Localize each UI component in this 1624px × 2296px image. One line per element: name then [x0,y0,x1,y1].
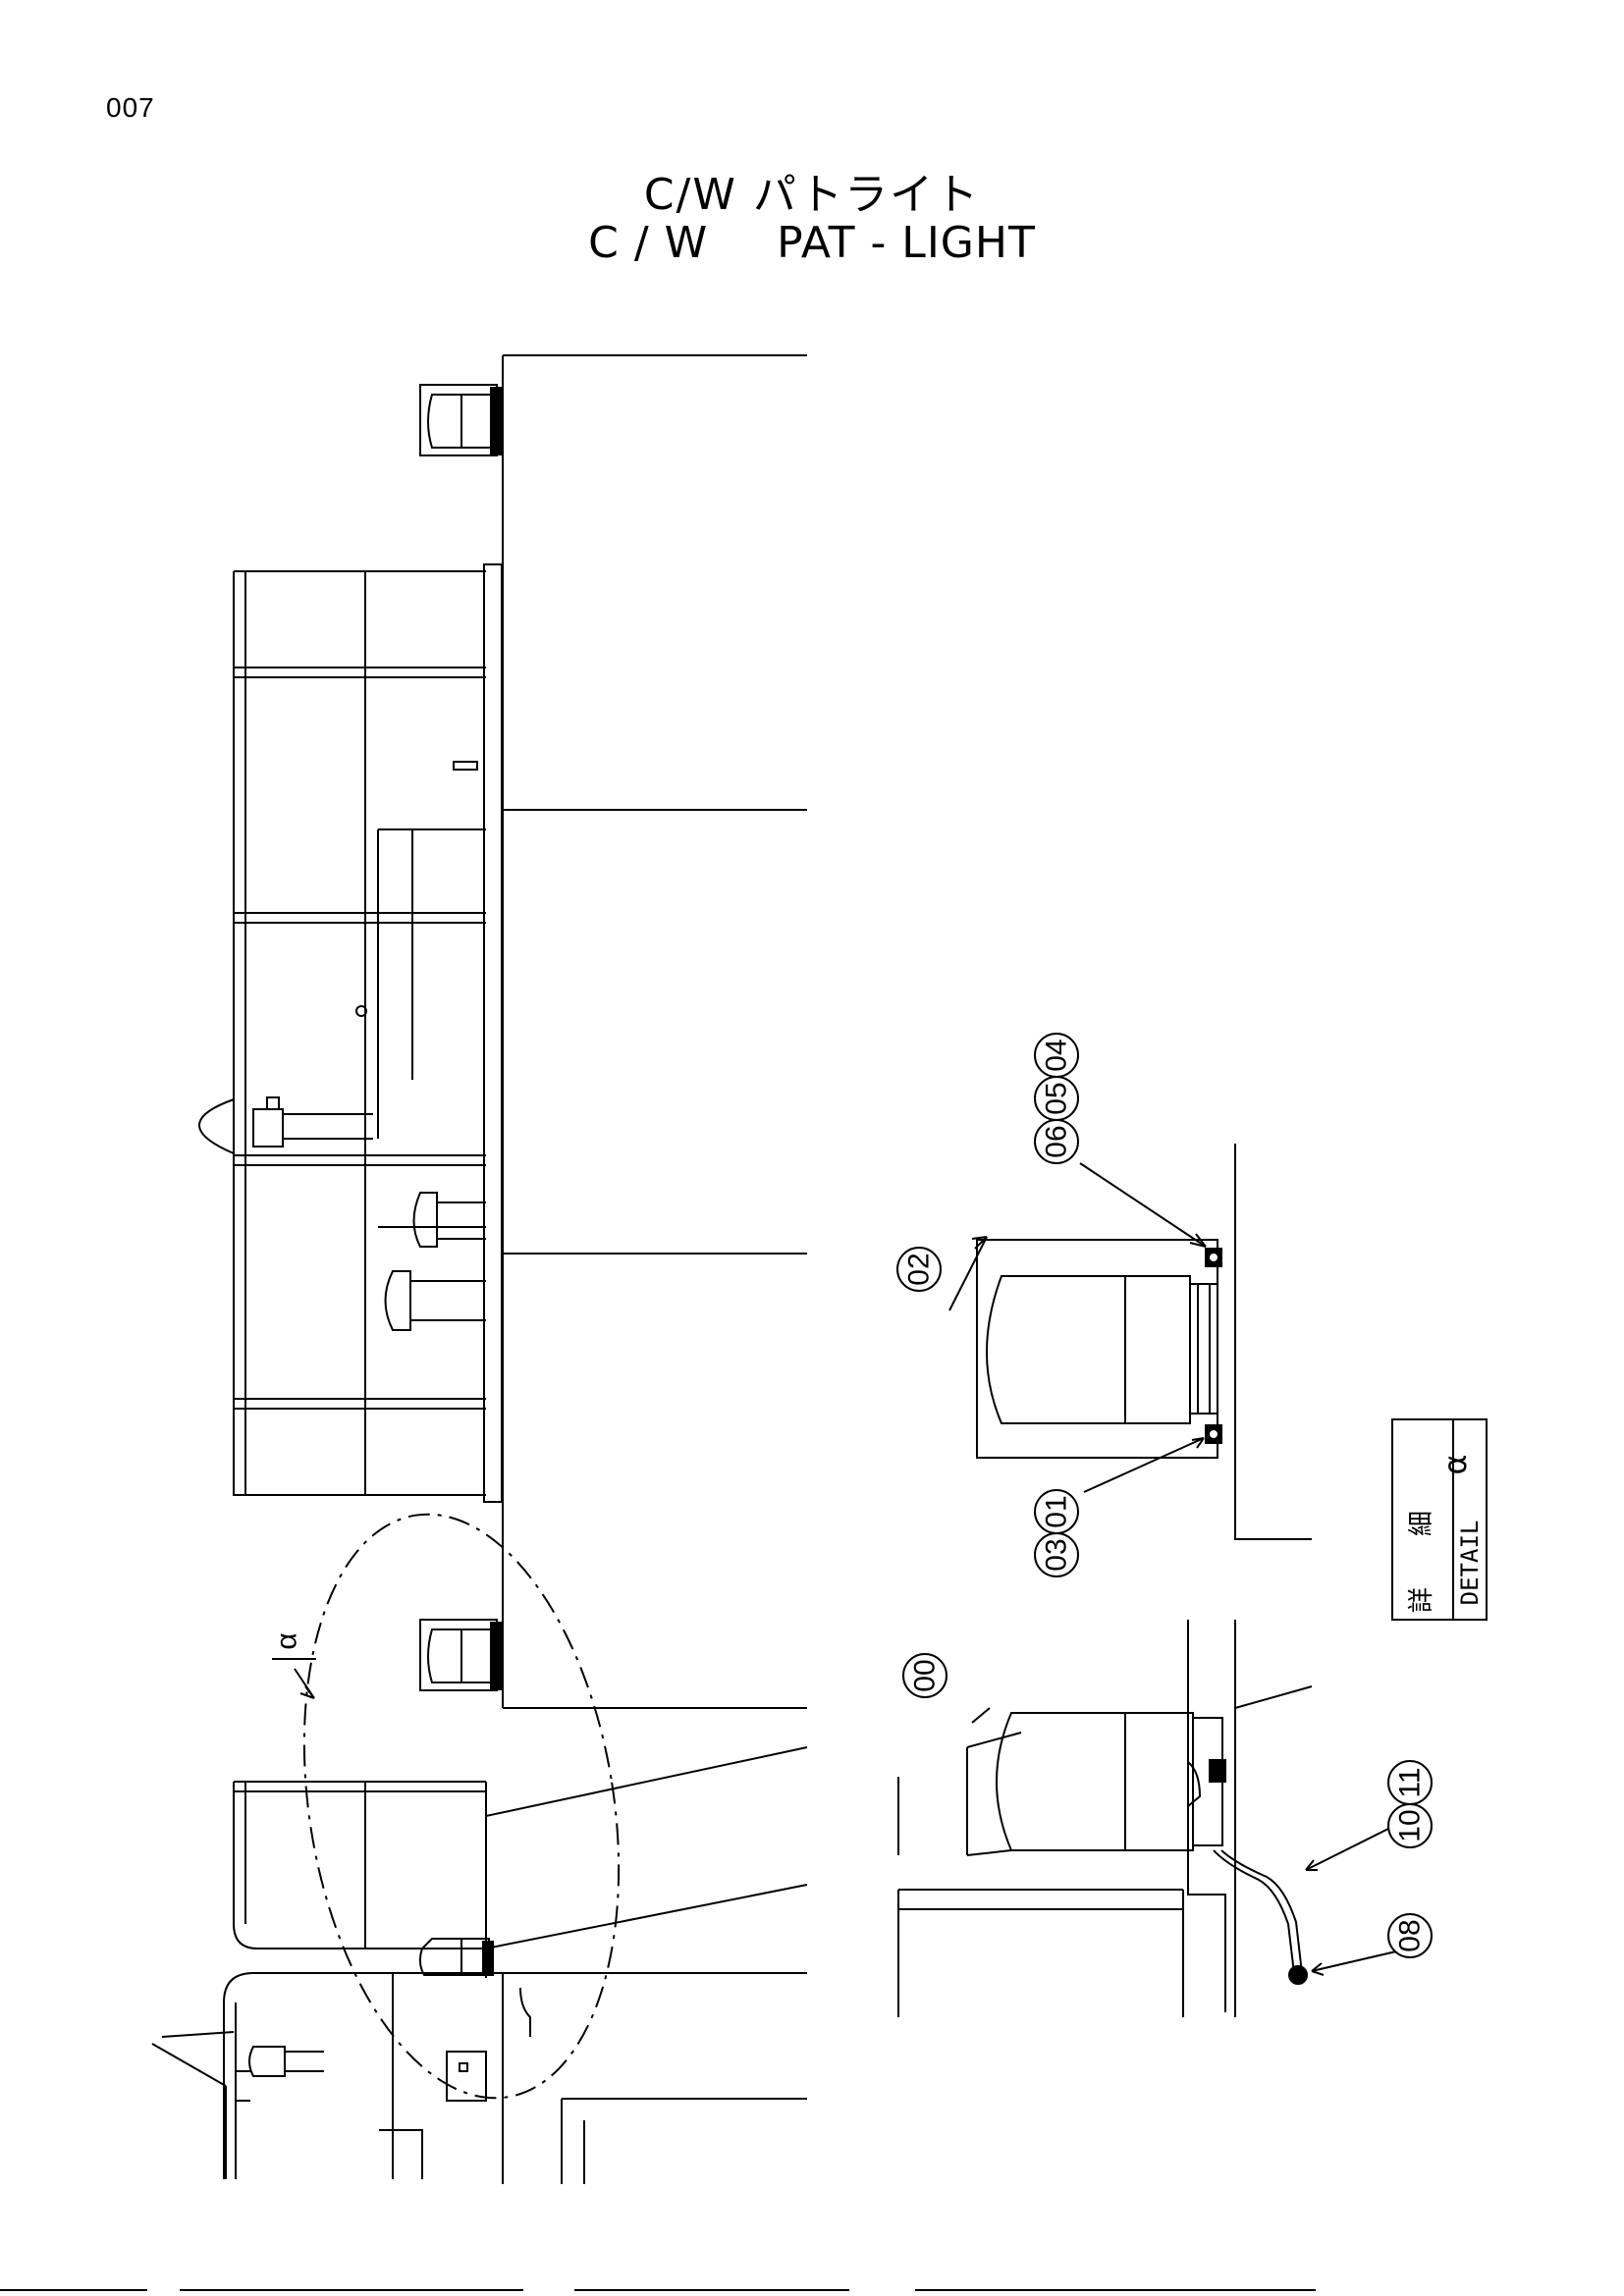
callout-01: 01 [1041,1495,1073,1527]
detail-label: DETAIL [1456,1521,1484,1606]
detail-box: 詳 細 DETAIL α [1391,1418,1488,1621]
callout-05: 05 [1041,1082,1073,1114]
callout-03: 03 [1041,1538,1073,1571]
detail-ellipse [302,1513,621,2100]
title-english: C / W PAT - LIGHT [0,218,1624,268]
callout-08: 08 [1394,1919,1427,1951]
detail-jp-2: 細 [1407,1511,1436,1536]
callout-02: 02 [903,1253,936,1285]
callout-10: 10 [1394,1809,1427,1842]
callout-06: 06 [1041,1125,1073,1157]
page-number: 007 [106,92,155,123]
callout-04: 04 [1041,1039,1073,1071]
detail-marker-alpha: α [271,1632,303,1649]
main-view [151,354,808,2184]
title-japanese: C/W パトライト [643,170,981,220]
callout-00: 00 [909,1659,942,1691]
detail-jp-1: 詳 [1407,1587,1436,1613]
callout-11: 11 [1394,1767,1427,1797]
title-en-prefix: C / W [588,218,709,268]
detail-view-upper [976,1144,1312,1540]
detail-ref: α [1436,1454,1474,1474]
detail-view-lower [897,1620,1313,2017]
title-en-name: PAT - LIGHT [777,218,1036,268]
